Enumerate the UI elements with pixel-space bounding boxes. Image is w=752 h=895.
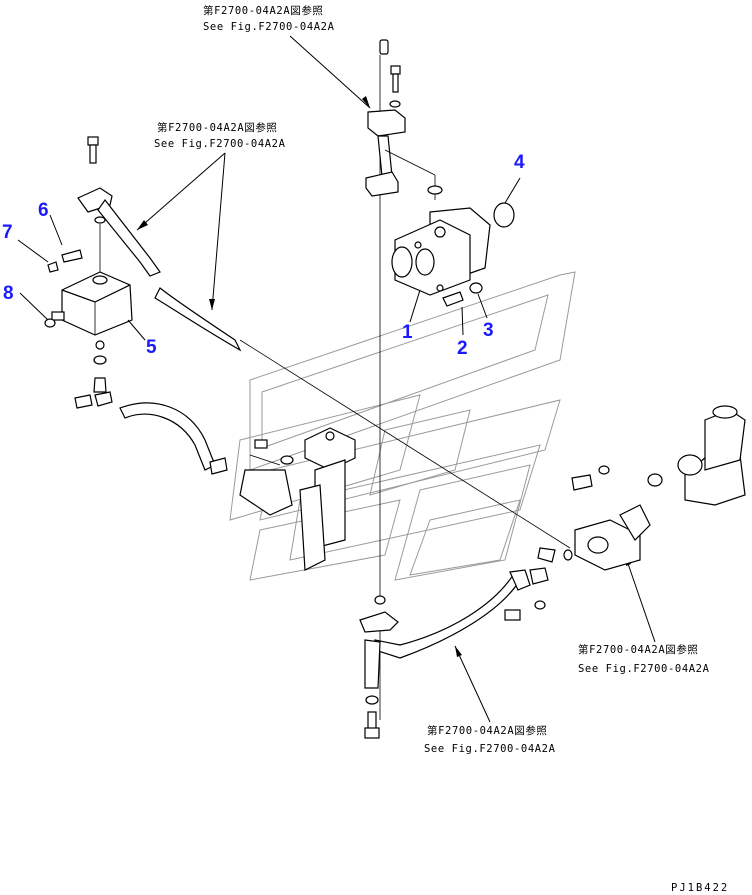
callout-left-en: See Fig.F2700-04A2A (154, 138, 286, 150)
callout-bottom-en: See Fig.F2700-04A2A (424, 743, 556, 755)
part-number-3: 3 (483, 320, 494, 341)
callout-bottom: 第F2700-04A2A図参照 See Fig.F2700-04A2A (424, 645, 556, 755)
center-tank (209, 427, 356, 571)
watermark-logo (229, 271, 576, 581)
part-number-4: 4 (514, 152, 525, 173)
callout-left: 第F2700-04A2A図参照 See Fig.F2700-04A2A (136, 121, 286, 311)
callout-right-en: See Fig.F2700-04A2A (578, 663, 710, 675)
part-number-5: 5 (146, 337, 157, 358)
callout-top-en: See Fig.F2700-04A2A (203, 21, 335, 33)
hoses (119, 287, 531, 689)
part-number-6: 6 (38, 200, 49, 221)
diagonal-guide-line (239, 339, 571, 549)
part-number-labels: 1 2 3 4 5 6 7 8 (2, 152, 525, 359)
callout-top-jp: 第F2700-04A2A図参照 (203, 4, 324, 17)
top-fittings (365, 39, 443, 200)
part-number-7: 7 (2, 222, 13, 243)
callout-right-jp: 第F2700-04A2A図参照 (578, 643, 699, 656)
main-pump (391, 177, 521, 336)
drawing-code: PJ1B422 (671, 882, 729, 894)
callout-left-jp: 第F2700-04A2A図参照 (157, 121, 278, 134)
part-number-8: 8 (3, 283, 14, 304)
right-components (504, 405, 746, 621)
callout-right: 第F2700-04A2A図参照 See Fig.F2700-04A2A (578, 554, 710, 675)
callout-top: 第F2700-04A2A図参照 See Fig.F2700-04A2A (203, 4, 371, 109)
bottom-fittings (359, 595, 399, 739)
part-number-1: 1 (402, 322, 413, 343)
part-number-2: 2 (457, 338, 468, 359)
callout-bottom-jp: 第F2700-04A2A図参照 (427, 724, 548, 737)
left-pump (17, 136, 161, 409)
